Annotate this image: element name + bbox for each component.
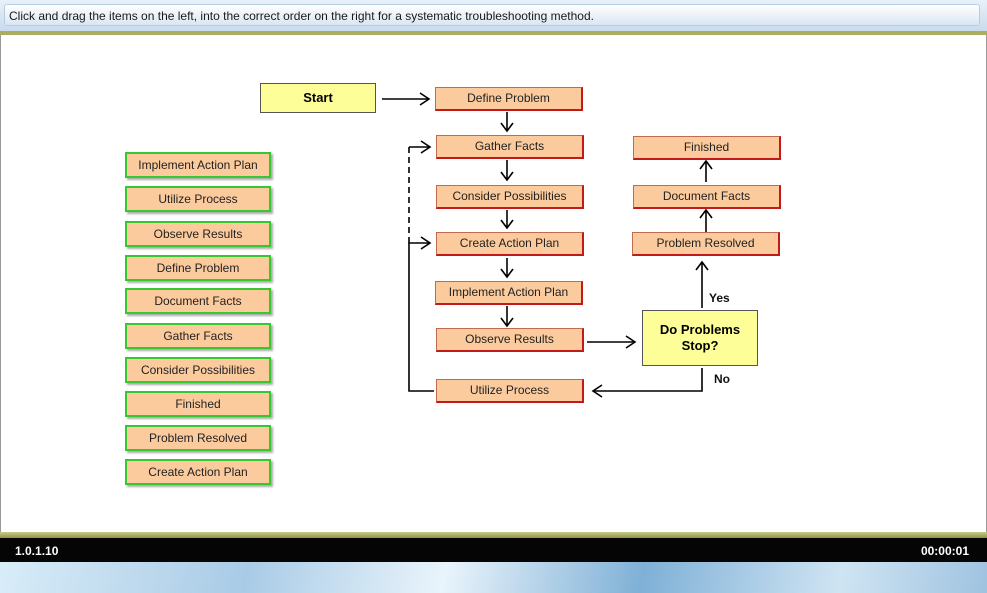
source-item-observe-results[interactable]: Observe Results [125, 221, 271, 247]
header-divider [0, 31, 987, 35]
start-box: Start [260, 83, 376, 113]
slot-observe-results[interactable]: Observe Results [436, 328, 584, 352]
source-item-create-action-plan[interactable]: Create Action Plan [125, 459, 271, 485]
footer-decoration [0, 562, 987, 593]
no-label: No [714, 372, 730, 386]
slot-define-problem[interactable]: Define Problem [435, 87, 583, 111]
slot-gather-facts[interactable]: Gather Facts [436, 135, 584, 159]
top-bar: Click and drag the items on the left, in… [0, 0, 987, 34]
version-label: 1.0.1.10 [15, 544, 59, 558]
decision-text: Do Problems Stop? [659, 322, 741, 353]
footer-divider [0, 532, 987, 538]
source-item-problem-resolved[interactable]: Problem Resolved [125, 425, 271, 451]
slot-create-action-plan[interactable]: Create Action Plan [436, 232, 584, 256]
source-item-utilize-process[interactable]: Utilize Process [125, 186, 271, 212]
instruction-text: Click and drag the items on the left, in… [9, 9, 594, 23]
slot-implement-action-plan[interactable]: Implement Action Plan [435, 281, 583, 305]
decision-box: Do Problems Stop? [642, 310, 758, 366]
source-item-finished[interactable]: Finished [125, 391, 271, 417]
slot-problem-resolved[interactable]: Problem Resolved [632, 232, 780, 256]
yes-label: Yes [709, 291, 730, 305]
slot-document-facts[interactable]: Document Facts [633, 185, 781, 209]
source-item-implement-action-plan[interactable]: Implement Action Plan [125, 152, 271, 178]
source-item-define-problem[interactable]: Define Problem [125, 255, 271, 281]
source-item-consider-possibilities[interactable]: Consider Possibilities [125, 357, 271, 383]
slot-finished[interactable]: Finished [633, 136, 781, 160]
source-item-document-facts[interactable]: Document Facts [125, 288, 271, 314]
instruction-bar: Click and drag the items on the left, in… [4, 4, 980, 26]
slot-utilize-process[interactable]: Utilize Process [436, 379, 584, 403]
slot-consider-possibilities[interactable]: Consider Possibilities [436, 185, 584, 209]
status-bar: 1.0.1.10 00:00:01 [0, 538, 987, 562]
source-item-gather-facts[interactable]: Gather Facts [125, 323, 271, 349]
timer-label: 00:00:01 [920, 544, 969, 558]
